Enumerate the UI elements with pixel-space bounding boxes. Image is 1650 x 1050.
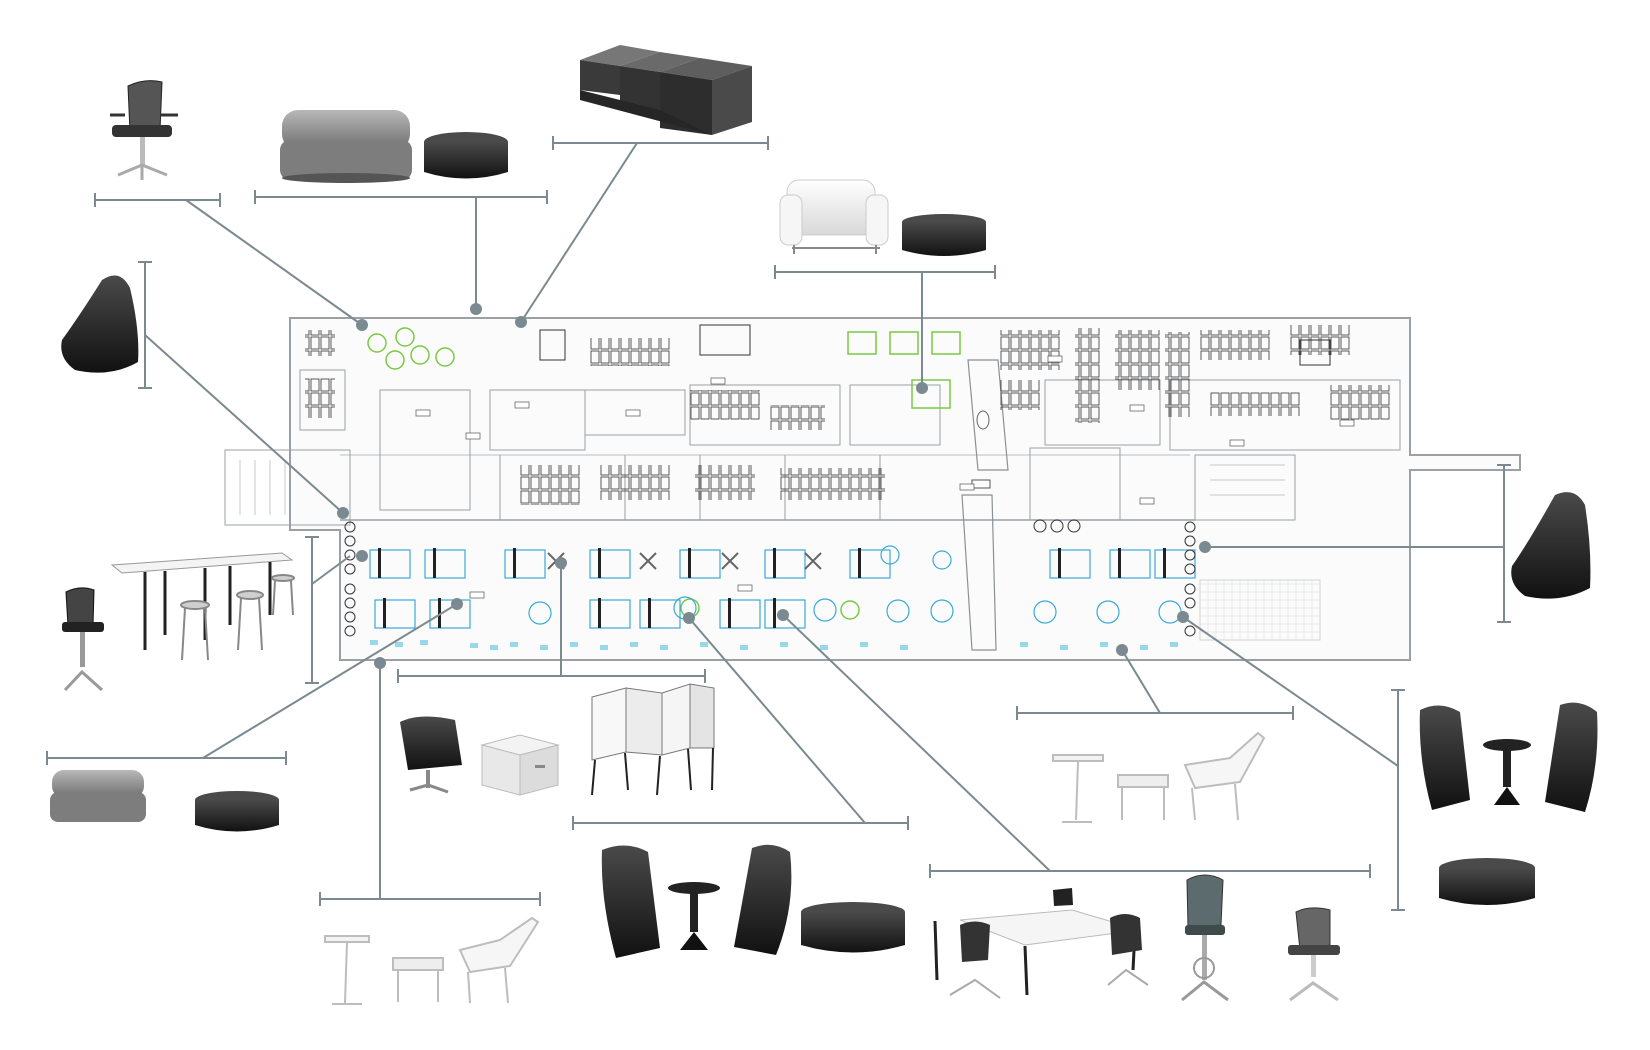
bracket-sofa-ottoman-left (46, 751, 287, 765)
central-atrium (967, 359, 1009, 471)
callout-leaders (46, 136, 1511, 911)
conference-table-icon (933, 888, 1149, 999)
workstation-clusters-top (305, 324, 1390, 505)
green-meeting-clusters (367, 327, 961, 620)
laptop-table-lounger-set-right (1052, 731, 1266, 823)
floor-plan (224, 317, 1521, 661)
blue-cluster-desks (369, 545, 1196, 629)
drafting-stool-icon (1181, 874, 1229, 1002)
laptop-table-lounger-set-left (324, 916, 540, 1005)
standing-table-icon (110, 552, 294, 650)
column-circles (344, 519, 1196, 637)
mobile-whiteboards-icon (591, 683, 715, 796)
white-club-chair-icon (779, 179, 889, 254)
task-chair-icon-right (1288, 907, 1340, 1002)
bracket-tiered-seating (552, 136, 769, 150)
plan-tags (415, 355, 1355, 599)
bracket-lounge-chair-ottoman (774, 265, 996, 279)
leader-dots (337, 303, 1211, 669)
bracket-laptop-lounger-right (1016, 706, 1294, 720)
bar-stools-icon (180, 574, 295, 661)
tiered-seating-icon (580, 45, 752, 135)
bracket-standing-table (305, 536, 319, 684)
window-lounge-strip (370, 640, 1178, 650)
pouf-ottoman-icon-2 (902, 214, 986, 256)
bean-bag-icon-left (61, 275, 139, 373)
pouf-ottoman-icon-right (1439, 858, 1535, 905)
sofa-icon (280, 110, 412, 183)
high-back-lounge-pair-icon-left (601, 844, 792, 958)
stair-core-right-2 (1194, 454, 1296, 521)
bracket-task-chair-topleft (94, 193, 221, 207)
high-back-lounge-pair-icon-right (1419, 702, 1598, 812)
plan-outline (289, 317, 1521, 661)
bean-bag-icon-right (1511, 492, 1591, 599)
bracket-high-back-left (572, 816, 909, 830)
pouf-ottoman-icon-left (195, 791, 279, 832)
pouf-ottoman-icon (424, 132, 508, 179)
bench-desks-row (378, 548, 1166, 628)
task-chair-icon (110, 80, 178, 180)
bracket-conference (929, 864, 1371, 878)
open-grid-zone (1199, 579, 1321, 641)
bracket-laptop-lounger-left (319, 892, 541, 906)
pouf-ottoman-icon-center (801, 902, 905, 953)
bracket-lounge-cube (397, 669, 706, 683)
bracket-bean-bag-left (138, 261, 152, 389)
drafting-chair-icon (62, 587, 104, 692)
bracket-bean-bag-right (1497, 464, 1511, 623)
bracket-high-back-right (1391, 689, 1405, 911)
shell-lounge-chair-icon (400, 716, 462, 794)
white-cube-table-icon (480, 734, 560, 796)
bracket-sofa-ottoman-top (254, 190, 548, 204)
sofa-icon-left (50, 770, 146, 822)
stair-core-left (224, 449, 351, 526)
